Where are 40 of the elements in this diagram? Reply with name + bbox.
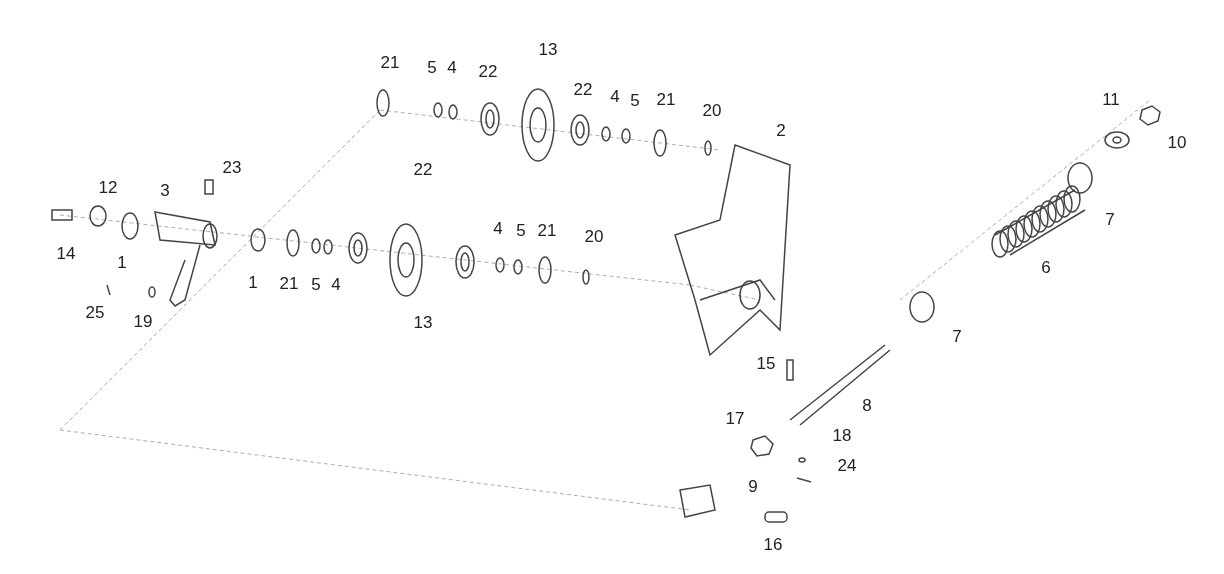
callout-number: 8 bbox=[862, 396, 872, 416]
callout-number: 22 bbox=[413, 160, 433, 180]
callout-number: 21 bbox=[656, 90, 676, 110]
callout-number: 22 bbox=[478, 62, 498, 82]
callout-number: 5 bbox=[311, 275, 321, 295]
callout-number: 20 bbox=[584, 227, 604, 247]
callout-number: 25 bbox=[85, 303, 105, 323]
callout-number: 9 bbox=[748, 477, 758, 497]
callout-number: 7 bbox=[952, 327, 962, 347]
callout-number: 21 bbox=[537, 221, 557, 241]
callout-number: 5 bbox=[516, 221, 526, 241]
callout-number: 17 bbox=[725, 409, 745, 429]
callout-number: 23 bbox=[222, 158, 242, 178]
callout-number: 1 bbox=[248, 273, 258, 293]
callout-number: 6 bbox=[1041, 258, 1051, 278]
callout-number: 5 bbox=[630, 91, 640, 111]
callout-number: 4 bbox=[493, 219, 503, 239]
callout-number: 5 bbox=[427, 58, 437, 78]
callout-number: 2 bbox=[776, 121, 786, 141]
callout-number: 12 bbox=[98, 178, 118, 198]
callout-number: 18 bbox=[832, 426, 852, 446]
callout-number: 24 bbox=[837, 456, 857, 476]
callout-number: 14 bbox=[56, 244, 76, 264]
callout-number: 21 bbox=[380, 53, 400, 73]
callout-number: 22 bbox=[573, 80, 593, 100]
callout-number: 20 bbox=[702, 101, 722, 121]
callout-number: 3 bbox=[160, 181, 170, 201]
callout-number: 1 bbox=[117, 253, 127, 273]
callout-number: 7 bbox=[1105, 210, 1115, 230]
callout-number: 10 bbox=[1167, 133, 1187, 153]
callout-number: 19 bbox=[133, 312, 153, 332]
callout-number: 4 bbox=[610, 87, 620, 107]
callout-number: 11 bbox=[1102, 90, 1120, 110]
callout-number: 13 bbox=[413, 313, 433, 333]
callout-number: 15 bbox=[756, 354, 776, 374]
callout-number: 21 bbox=[279, 274, 299, 294]
callout-number: 4 bbox=[447, 58, 457, 78]
callout-number: 4 bbox=[331, 275, 341, 295]
callout-number: 16 bbox=[763, 535, 783, 555]
callout-number: 13 bbox=[538, 40, 558, 60]
